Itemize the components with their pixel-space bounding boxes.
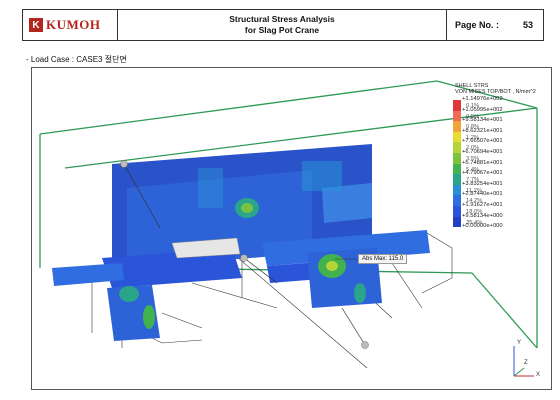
- legend-percent: 5.4%: [466, 166, 480, 173]
- legend-color-swatch: [453, 121, 461, 132]
- legend-value: +0.00000e+000: [462, 223, 503, 230]
- fea-viewport: SHELL STRS VON MISES TOP/BOT , N/mm^2 +1…: [31, 67, 552, 390]
- legend-color-swatch: [453, 195, 461, 206]
- legend-color-swatch: [453, 174, 461, 185]
- legend-value: +8.62321e+001: [462, 127, 503, 134]
- report-title: Structural Stress Analysis for Slag Pot …: [118, 10, 447, 40]
- legend-percent: 0.1%: [466, 103, 480, 109]
- axis-triad: Y Z X: [506, 338, 546, 383]
- legend-value: +3.83254e+001: [462, 180, 503, 187]
- legend-percent: 35.4%: [466, 219, 483, 226]
- load-rods: [123, 163, 366, 346]
- legend-title-line-1: SHELL STRS: [455, 83, 489, 89]
- page-label: Page No. :: [455, 20, 500, 30]
- company-logo: K KUMOH: [23, 10, 118, 40]
- legend-value: +6.70694e+001: [462, 148, 503, 155]
- legend-color-swatch: [453, 205, 461, 217]
- axis-y-label: Y: [517, 340, 522, 346]
- legend-color-swatch: [453, 142, 461, 153]
- legend-row: +0.00000e+000: [453, 223, 551, 238]
- legend-color-swatch: [453, 163, 461, 175]
- fea-model-render: [39, 80, 538, 369]
- legend-percent: 0.5%: [466, 113, 480, 120]
- legend-value: +1.14976e+002: [462, 96, 503, 102]
- axis-x-label: X: [536, 372, 541, 378]
- legend-value: +9.58134e+001: [462, 117, 503, 124]
- legend-color-swatch: [453, 152, 461, 164]
- legend-title: SHELL STRS VON MISES TOP/BOT , N/mm^2: [455, 83, 536, 95]
- legend-percent: 18.0%: [466, 208, 483, 215]
- logo-mark-icon: K: [29, 18, 43, 32]
- legend-value: +5.74881e+001: [462, 159, 503, 166]
- legend-color-swatch: [453, 184, 461, 196]
- legend-color-swatch: [453, 131, 461, 143]
- page-number-box: Page No. : 53: [447, 10, 543, 40]
- title-line-2: for Slag Pot Crane: [244, 25, 320, 35]
- legend-value: +1.91627e+001: [462, 201, 503, 208]
- report-header: K KUMOH Structural Stress Analysis for S…: [22, 9, 544, 41]
- legend-percent: 2.0%: [466, 145, 480, 152]
- legend-value: +1.05995e+002: [462, 106, 503, 113]
- page-number: 53: [522, 20, 533, 30]
- abs-max-annotation: Abs Max: 115.0: [358, 254, 408, 264]
- logo-text: KUMOH: [46, 17, 101, 32]
- legend-percent: 1.2%: [466, 134, 480, 141]
- legend-color-swatch: [453, 216, 461, 228]
- legend-percent: 14.2%: [466, 198, 483, 205]
- axis-triad-icon: [513, 346, 534, 377]
- load-case-label: - Load Case : CASE3 절단면: [26, 55, 127, 64]
- legend-value: +2.87440e+001: [462, 191, 503, 198]
- legend-value: +7.66507e+001: [462, 138, 503, 145]
- legend-value: +4.79067e+001: [462, 170, 503, 177]
- legend-title-line-2: VON MISES TOP/BOT , N/mm^2: [455, 89, 536, 95]
- legend-color-swatch: [453, 110, 461, 122]
- legend-color-swatch: [453, 100, 461, 111]
- legend-value: +9.58134e+000: [462, 212, 503, 219]
- title-line-1: Structural Stress Analysis: [229, 14, 335, 24]
- crane-structure-model: [52, 144, 430, 341]
- node-markers: [120, 160, 369, 349]
- legend-percent: 7.7%: [466, 177, 480, 184]
- legend-percent: 11.2%: [466, 187, 483, 194]
- legend-percent: 0.8%: [466, 124, 480, 131]
- legend-percent: 3.5%: [466, 155, 480, 162]
- axis-z-label: Z: [524, 360, 528, 366]
